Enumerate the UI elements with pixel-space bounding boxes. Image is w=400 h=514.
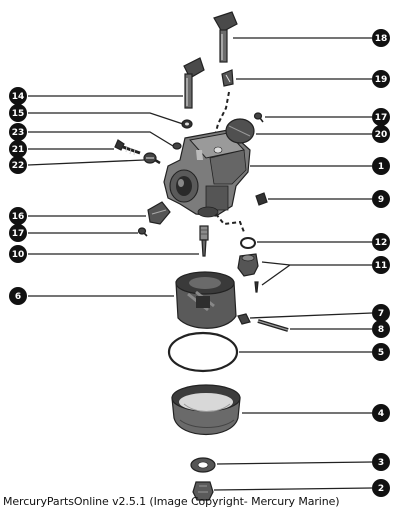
callout-14: 14 [9, 87, 27, 105]
part-11-inlet-needle-seat [237, 253, 259, 293]
callout-15: 15 [9, 104, 27, 122]
callout-9-label: 9 [378, 195, 384, 205]
image-caption: MercuryPartsOnline v2.5.1 (Image Copyrig… [3, 495, 340, 508]
callout-12-label: 12 [375, 238, 388, 248]
callout-11: 11 [372, 256, 390, 274]
callout-2-label: 2 [378, 484, 384, 494]
callout-2: 2 [372, 479, 390, 497]
callout-8-label: 8 [378, 325, 384, 335]
callout-6-label: 6 [15, 292, 21, 302]
callout-17-upper-label: 17 [375, 113, 388, 123]
callout-3: 3 [372, 453, 390, 471]
callout-5-label: 5 [378, 348, 384, 358]
callout-9: 9 [372, 190, 390, 208]
part-8-float-pin [257, 319, 289, 332]
callout-23: 23 [9, 123, 27, 141]
callout-23-label: 23 [12, 128, 25, 138]
part-17-screw-lower [137, 227, 148, 237]
callout-4: 4 [372, 404, 390, 422]
callout-19: 19 [372, 70, 390, 88]
part-15-spring [181, 119, 193, 129]
callout-21: 21 [9, 140, 27, 158]
callout-14-label: 14 [12, 92, 25, 102]
callout-18-label: 18 [375, 34, 388, 44]
part-2-bowl-nut [192, 481, 214, 501]
callout-17-lower: 17 [9, 224, 27, 242]
callout-3-label: 3 [378, 458, 384, 468]
part-18-choke-shaft [213, 11, 238, 63]
callout-18: 18 [372, 29, 390, 47]
callout-7-label: 7 [378, 309, 384, 319]
callout-20-label: 20 [375, 130, 388, 140]
assembly-line-nozzle [215, 213, 245, 233]
callout-11-label: 11 [375, 261, 388, 271]
callout-15-label: 15 [12, 109, 25, 119]
part-3-washer [190, 457, 216, 473]
part-17-screw-upper [253, 112, 264, 123]
callout-1: 1 [372, 157, 390, 175]
callout-6: 6 [9, 287, 27, 305]
callout-8: 8 [372, 320, 390, 338]
callout-7: 7 [372, 304, 390, 322]
callout-21-label: 21 [12, 145, 25, 155]
part-4-float-bowl [171, 384, 241, 436]
part-10-nozzle [199, 225, 209, 257]
callout-5: 5 [372, 343, 390, 361]
callout-19-label: 19 [375, 75, 388, 85]
part-20-choke-plate [225, 118, 255, 144]
part-16-throttle-plate [147, 201, 171, 225]
callout-4-label: 4 [378, 409, 384, 419]
callout-17-upper: 17 [372, 108, 390, 126]
callout-17-lower-label: 17 [12, 229, 25, 239]
part-23-plug [172, 142, 182, 150]
part-22-screw [143, 152, 161, 165]
part-5-bowl-gasket [167, 331, 239, 373]
part-9-fitting [255, 192, 268, 206]
callout-1-label: 1 [378, 162, 384, 172]
part-19-spring-clip [221, 69, 234, 87]
callout-12: 12 [372, 233, 390, 251]
callout-22: 22 [9, 156, 27, 174]
part-12-o-ring [240, 237, 256, 249]
callout-16-label: 16 [12, 212, 25, 222]
part-7-clip [237, 313, 251, 325]
callout-10-label: 10 [12, 250, 25, 260]
part-21-screw [114, 139, 141, 156]
callout-22-label: 22 [12, 161, 25, 171]
callout-20: 20 [372, 125, 390, 143]
part-6-float [175, 271, 237, 329]
leader-lines [27, 37, 373, 491]
callout-16: 16 [9, 207, 27, 225]
part-14-throttle-shaft [183, 57, 205, 109]
callout-10: 10 [9, 245, 27, 263]
